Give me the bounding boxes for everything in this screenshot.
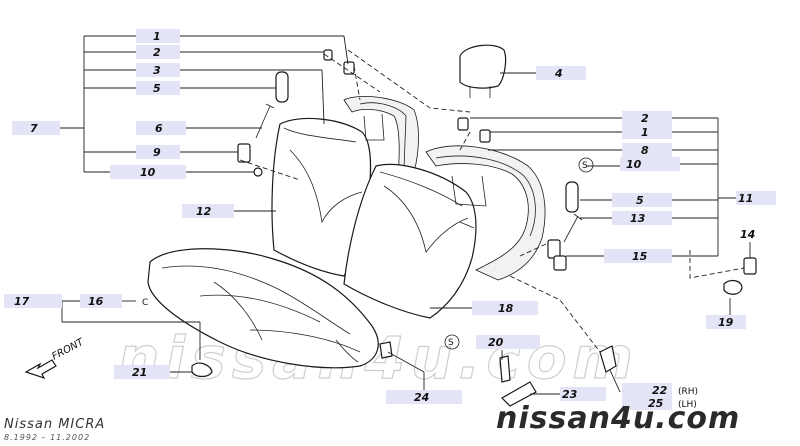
svg-text:3: 3: [153, 64, 161, 77]
svg-text:22: 22: [652, 384, 668, 397]
callout-5-upper[interactable]: 5: [136, 81, 180, 95]
callout-19[interactable]: 19: [706, 315, 746, 329]
callout-7[interactable]: 7: [12, 121, 60, 135]
callout-13[interactable]: 13: [612, 211, 672, 225]
svg-text:13: 13: [630, 212, 646, 225]
svg-text:10: 10: [626, 158, 642, 171]
svg-text:6: 6: [155, 122, 163, 135]
hardware-drawing: [191, 49, 757, 407]
front-arrow-icon: [24, 359, 57, 380]
callout-10-lower[interactable]: 10: [620, 157, 680, 171]
rh-label: (RH): [678, 387, 698, 397]
svg-text:2: 2: [641, 112, 649, 125]
callout-17[interactable]: 17: [4, 294, 62, 308]
svg-text:17: 17: [14, 295, 30, 308]
watermark-large: nissan4u.com: [118, 324, 639, 392]
model-name: Nissan MICRA: [4, 417, 105, 432]
svg-text:16: 16: [88, 295, 104, 308]
callout-21[interactable]: 21: [114, 365, 170, 379]
svg-text:8: 8: [641, 144, 649, 157]
callout-2-lower[interactable]: 2: [622, 111, 672, 125]
svg-text:18: 18: [498, 302, 514, 315]
svg-text:19: 19: [718, 316, 734, 329]
headrest-drawing: [459, 44, 507, 98]
watermark-corner: nissan4u.com: [496, 401, 740, 436]
svg-text:2: 2: [153, 46, 161, 59]
callout-1-lower[interactable]: 1: [622, 125, 672, 139]
svg-text:15: 15: [632, 250, 648, 263]
svg-text:10: 10: [140, 166, 156, 179]
svg-text:24: 24: [414, 391, 429, 404]
callout-4[interactable]: 4: [536, 66, 586, 80]
callout-11[interactable]: 11: [736, 191, 776, 205]
svg-text:25: 25: [648, 397, 664, 410]
callout-5-lower[interactable]: 5: [612, 193, 672, 207]
seat-cushion-drawing: [147, 248, 379, 369]
callout-10-upper[interactable]: 10: [110, 165, 186, 179]
callout-16[interactable]: 16: [80, 294, 122, 308]
callout-6[interactable]: 6: [136, 121, 186, 135]
svg-text:1: 1: [153, 30, 161, 43]
svg-text:9: 9: [153, 146, 161, 159]
model-years: 8.1992 – 11.2002: [4, 433, 90, 442]
left-backrest-drawing: [271, 117, 372, 277]
right-frame-drawing: [425, 145, 546, 281]
callout-23[interactable]: 23: [560, 387, 606, 401]
s-marker-upper: [578, 157, 594, 173]
s-marker-lower: [444, 334, 460, 350]
svg-text:5: 5: [636, 194, 644, 207]
callout-24[interactable]: 24: [386, 390, 462, 404]
callout-15[interactable]: 15: [604, 249, 672, 263]
callout-3[interactable]: 3: [136, 63, 180, 77]
callout-25[interactable]: 25: [622, 396, 672, 410]
front-label: FRONT: [50, 336, 86, 362]
svg-text:1: 1: [641, 126, 649, 139]
callout-22[interactable]: 22: [622, 383, 672, 397]
leader-lines: [60, 35, 751, 396]
callout-9[interactable]: 9: [136, 145, 180, 159]
callout-2-upper[interactable]: 2: [136, 45, 180, 59]
svg-text:7: 7: [30, 122, 38, 135]
svg-text:23: 23: [562, 388, 578, 401]
lh-label: (LH): [678, 400, 697, 410]
svg-text:12: 12: [196, 205, 212, 218]
svg-text:4: 4: [554, 67, 563, 80]
right-backrest-drawing: [343, 163, 477, 319]
callout-18[interactable]: 18: [472, 301, 538, 315]
callout-20[interactable]: 20: [476, 335, 540, 349]
s-marker-lower-label: S: [448, 338, 454, 348]
callout-8[interactable]: 8: [622, 143, 672, 157]
svg-text:5: 5: [153, 82, 161, 95]
svg-text:20: 20: [488, 336, 504, 349]
c-marker: C: [142, 298, 148, 308]
callout-14[interactable]: 14: [740, 228, 755, 241]
s-marker-upper-label: S: [582, 161, 588, 171]
callout-12[interactable]: 12: [182, 204, 234, 218]
callout-1-upper[interactable]: 1: [136, 29, 180, 43]
svg-text:14: 14: [740, 228, 755, 241]
svg-text:11: 11: [738, 192, 753, 205]
svg-text:21: 21: [132, 366, 147, 379]
